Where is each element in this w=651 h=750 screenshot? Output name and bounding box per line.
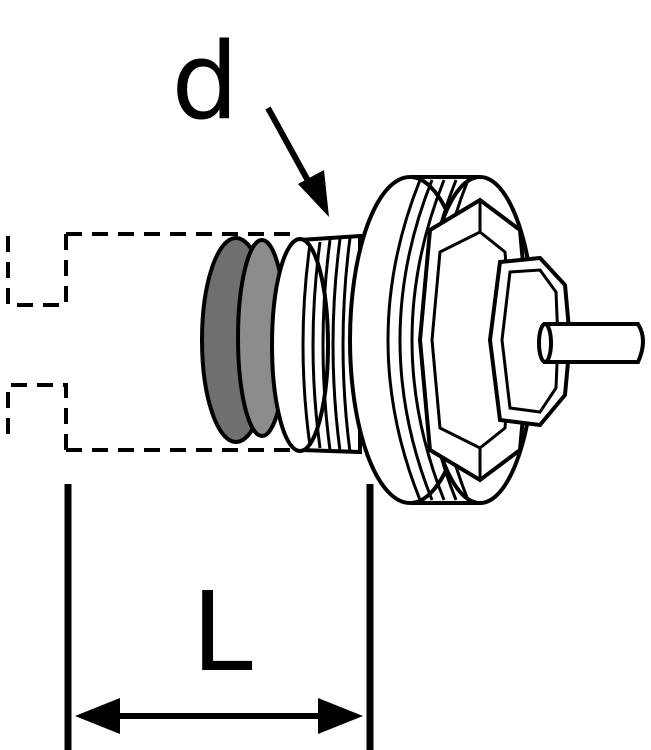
arrowhead-left: [75, 698, 120, 734]
length-label: L: [191, 568, 252, 696]
diameter-label: d: [171, 20, 238, 143]
length-dimension: [64, 484, 374, 750]
mating-part-outline: [6, 232, 290, 452]
threaded-shank: [270, 233, 362, 455]
arrowhead-right: [318, 698, 363, 734]
small-hex-collar: [487, 255, 573, 428]
diameter-arrow: [265, 106, 329, 217]
valve-pin: [537, 322, 645, 364]
